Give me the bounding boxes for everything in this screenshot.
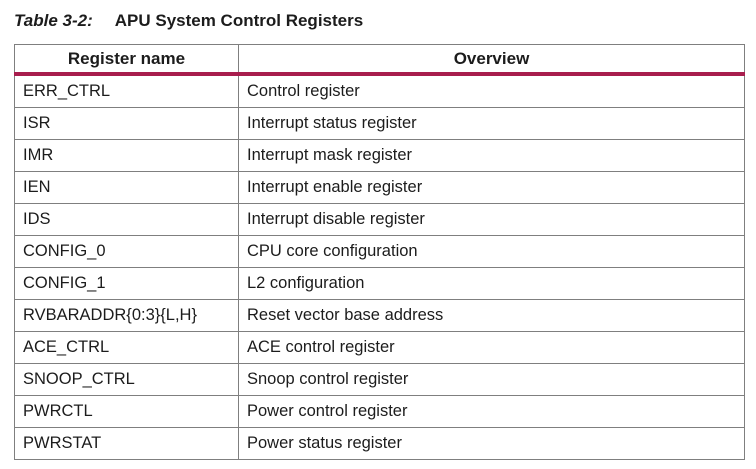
overview-cell: ACE control register: [238, 331, 745, 364]
table-row: IMR Interrupt mask register: [14, 139, 745, 172]
table-row: SNOOP_CTRL Snoop control register: [14, 363, 745, 396]
register-name-cell: PWRCTL: [14, 395, 239, 428]
table-caption: Table 3-2: APU System Control Registers: [14, 10, 363, 32]
overview-cell: Reset vector base address: [238, 299, 745, 332]
table-row: ERR_CTRL Control register: [14, 73, 745, 108]
overview-cell: L2 configuration: [238, 267, 745, 300]
table-row: RVBARADDR{0:3}{L,H} Reset vector base ad…: [14, 299, 745, 332]
table-row: IEN Interrupt enable register: [14, 171, 745, 204]
overview-cell: Interrupt disable register: [238, 203, 745, 236]
overview-cell: Snoop control register: [238, 363, 745, 396]
table-row: CONFIG_0 CPU core configuration: [14, 235, 745, 268]
register-name-cell: ERR_CTRL: [14, 73, 239, 108]
register-name-cell: PWRSTAT: [14, 427, 239, 460]
column-header-overview: Overview: [238, 44, 745, 76]
overview-cell: Interrupt enable register: [238, 171, 745, 204]
overview-cell: Power control register: [238, 395, 745, 428]
register-name-cell: IDS: [14, 203, 239, 236]
overview-cell: Power status register: [238, 427, 745, 460]
table-row: CONFIG_1 L2 configuration: [14, 267, 745, 300]
register-name-cell: ACE_CTRL: [14, 331, 239, 364]
register-name-cell: RVBARADDR{0:3}{L,H}: [14, 299, 239, 332]
table-row: PWRCTL Power control register: [14, 395, 745, 428]
overview-cell: Interrupt mask register: [238, 139, 745, 172]
register-name-cell: CONFIG_1: [14, 267, 239, 300]
register-name-cell: CONFIG_0: [14, 235, 239, 268]
table-row: IDS Interrupt disable register: [14, 203, 745, 236]
table-caption-label: Table 3-2:: [14, 11, 93, 30]
register-name-cell: SNOOP_CTRL: [14, 363, 239, 396]
register-name-cell: IMR: [14, 139, 239, 172]
table-header-row: Register name Overview: [14, 44, 745, 76]
column-header-register-name: Register name: [14, 44, 239, 76]
table-row: PWRSTAT Power status register: [14, 427, 745, 460]
table-caption-title: APU System Control Registers: [114, 11, 364, 30]
overview-cell: CPU core configuration: [238, 235, 745, 268]
overview-cell: Interrupt status register: [238, 107, 745, 140]
register-name-cell: ISR: [14, 107, 239, 140]
table-row: ISR Interrupt status register: [14, 107, 745, 140]
apu-system-control-registers-table: Register name Overview ERR_CTRL Control …: [14, 44, 745, 460]
register-name-cell: IEN: [14, 171, 239, 204]
table-row: ACE_CTRL ACE control register: [14, 331, 745, 364]
overview-cell: Control register: [238, 73, 745, 108]
